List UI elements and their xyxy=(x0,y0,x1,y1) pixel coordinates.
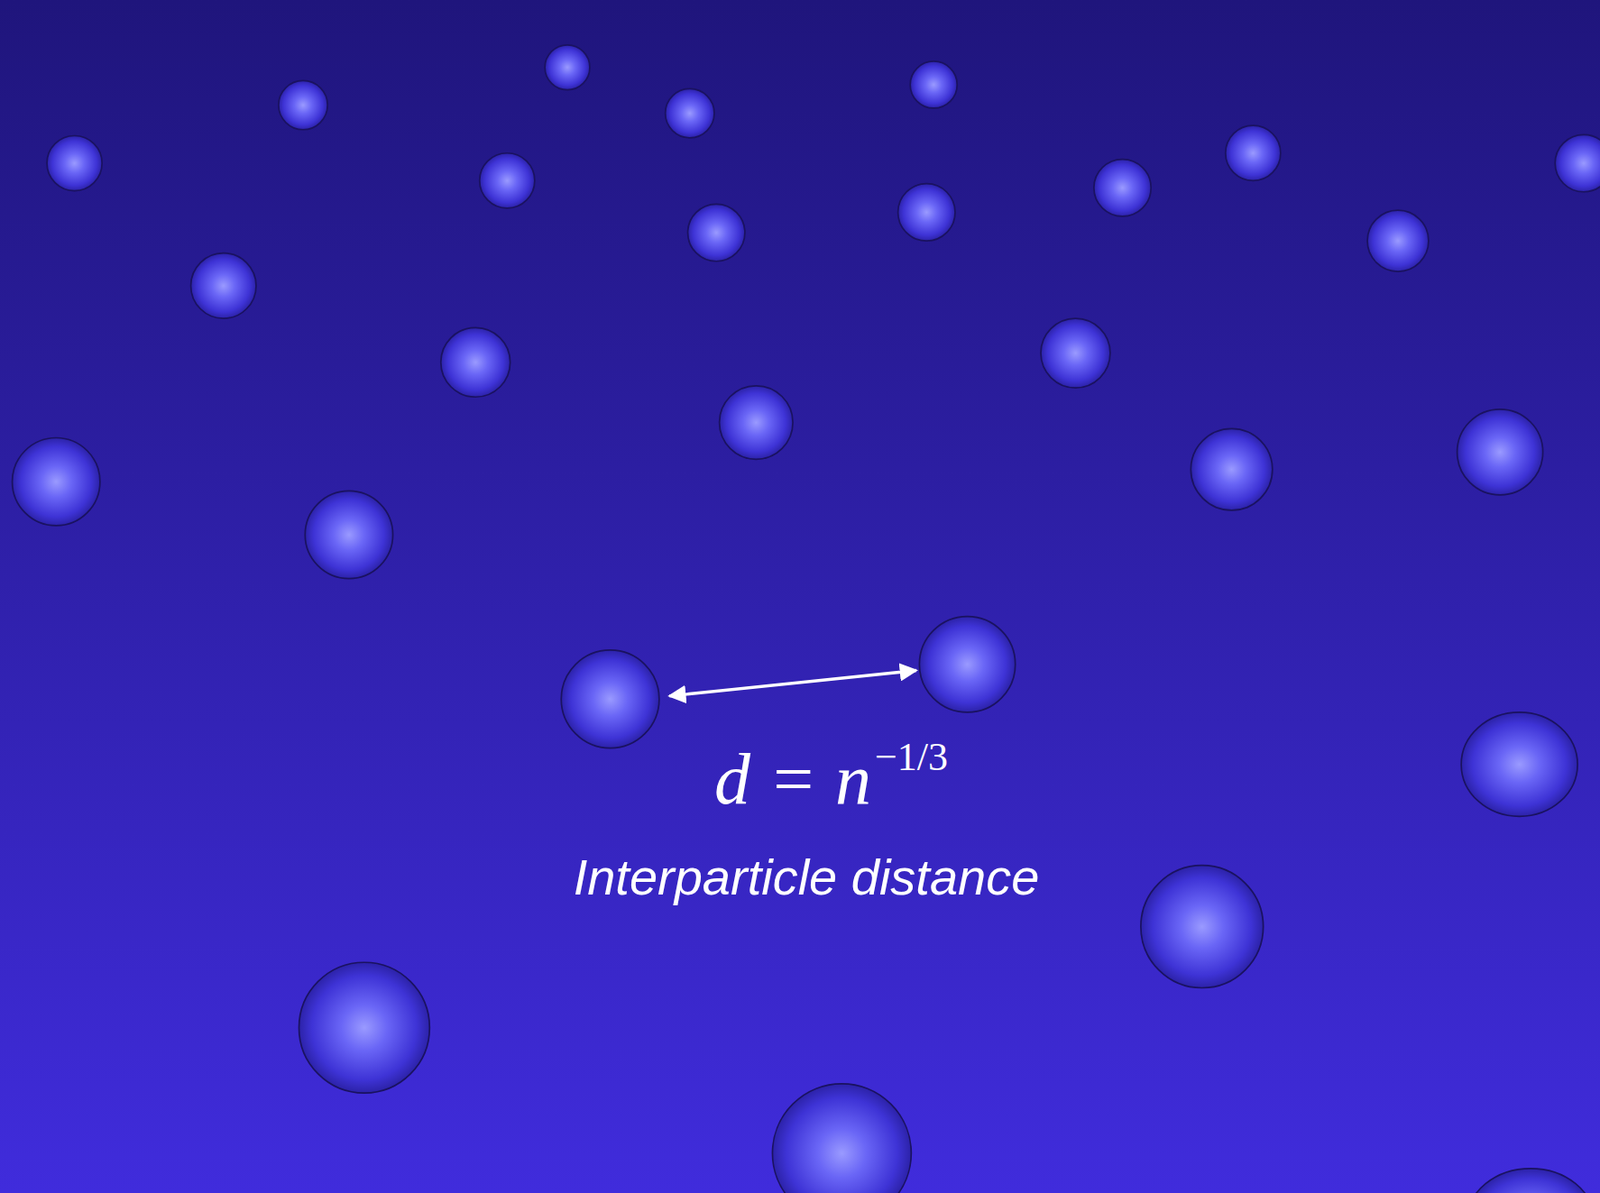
particles xyxy=(12,45,1600,1193)
formula-text: d = n xyxy=(714,739,872,819)
caption-label: Interparticle distance xyxy=(573,849,1040,906)
formula-exponent: −1/3 xyxy=(874,735,948,780)
formula: d = n−1/3 xyxy=(714,737,948,816)
distance-arrow xyxy=(669,671,917,697)
